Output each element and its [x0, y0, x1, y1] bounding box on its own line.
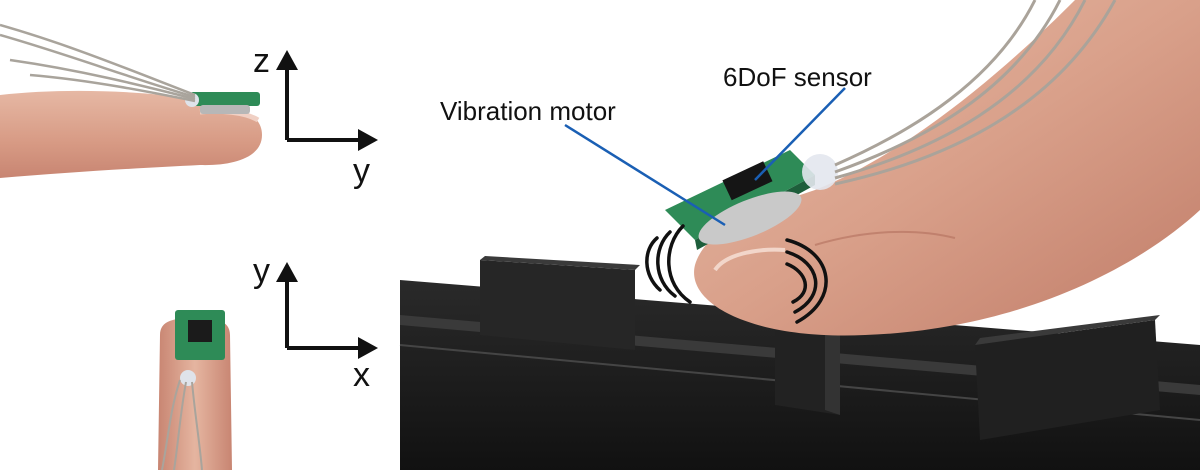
- axis-arrows: [276, 50, 378, 151]
- vibration-arcs-right: [785, 238, 828, 324]
- axis-arrows: [276, 262, 378, 359]
- sensor-device: [665, 150, 838, 250]
- side-view-photo: [0, 23, 262, 178]
- axis-label-z: z: [253, 42, 270, 80]
- motor-leader-line: [564, 123, 726, 227]
- sensor-leader-line: [754, 87, 846, 181]
- axis-label-y: y: [353, 152, 370, 190]
- sensor-callout-label: 6DoF sensor: [723, 62, 872, 92]
- axis-label-x: x: [353, 356, 370, 390]
- motor-callout-label: Vibration motor: [440, 96, 616, 126]
- main-scene-photo: 6DoF sensor Vibration motor: [399, 0, 1200, 470]
- top-view-photo: [158, 310, 232, 470]
- rail-surface: [399, 256, 1200, 470]
- axis-label-y: y: [253, 252, 270, 290]
- axes-z-y: z y: [253, 42, 378, 190]
- vibration-arcs-left: [645, 224, 692, 304]
- finger: [694, 0, 1200, 336]
- wires: [834, 0, 1117, 186]
- axes-y-x: y x: [253, 252, 378, 390]
